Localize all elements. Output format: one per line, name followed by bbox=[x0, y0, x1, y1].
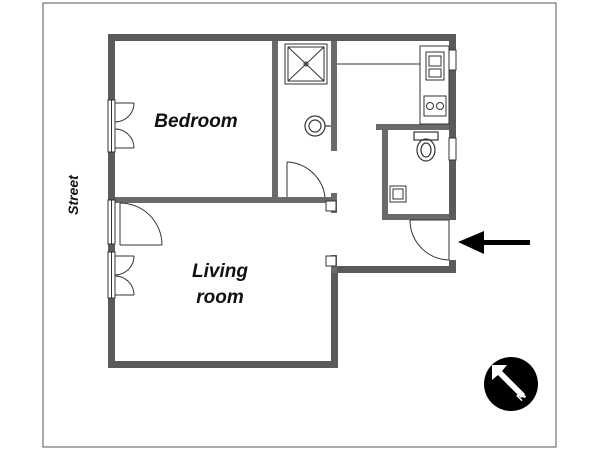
north-compass-icon: N bbox=[484, 357, 538, 411]
wc-handbasin bbox=[389, 185, 407, 203]
bedroom-window-door bbox=[114, 102, 135, 149]
entrance-arrow-icon bbox=[458, 231, 530, 254]
living-entry-door bbox=[119, 202, 163, 246]
living-window-door bbox=[114, 255, 135, 296]
exterior-walls bbox=[108, 34, 456, 368]
plan-border bbox=[42, 2, 557, 448]
windows bbox=[107, 49, 457, 299]
shower-tray bbox=[284, 43, 328, 85]
room-label-living-line2: room bbox=[196, 287, 244, 308]
room-label-living-line1: Living bbox=[192, 261, 248, 282]
toilet bbox=[413, 131, 439, 162]
washbasin bbox=[304, 115, 331, 137]
bathroom-door bbox=[286, 161, 326, 198]
wc-door bbox=[409, 219, 450, 261]
interior-walls bbox=[115, 41, 449, 273]
corridor-door-marks bbox=[325, 200, 337, 267]
room-label-bedroom: Bedroom bbox=[154, 111, 238, 132]
street-label: Street bbox=[65, 174, 81, 215]
kitchen-counter bbox=[337, 45, 450, 125]
